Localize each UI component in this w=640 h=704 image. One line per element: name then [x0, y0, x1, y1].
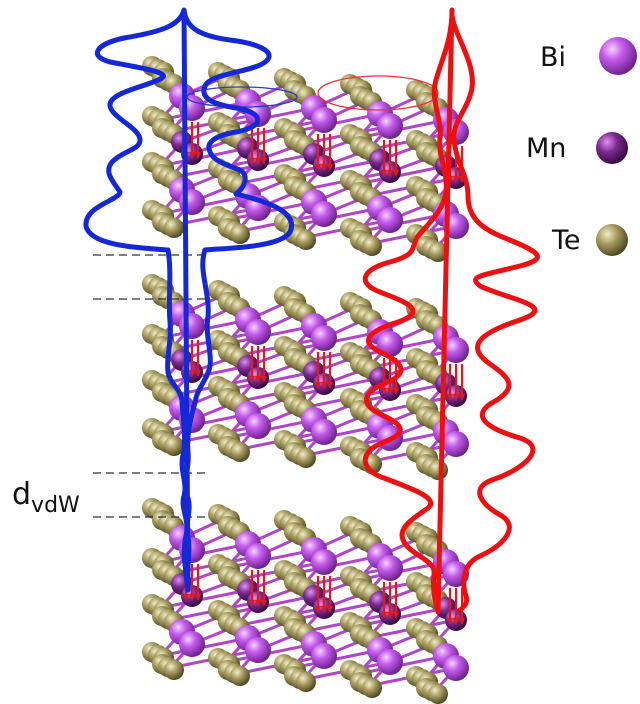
legend-sphere-bi	[599, 37, 637, 75]
bi-atom-0-5-8	[377, 207, 403, 233]
blue-charge-density-curve	[83, 7, 295, 593]
bond-1-3-2b	[224, 370, 316, 392]
bi-atom-1-1-8	[377, 331, 403, 357]
bi-atom-0-1-7	[311, 107, 337, 133]
spin-arrow-1-1	[249, 346, 267, 383]
te-atom-1-6-7-2	[296, 448, 316, 468]
bond-2-3-3b	[290, 600, 382, 622]
te-atom-0-6-5-2	[164, 218, 184, 238]
spin-arrow-2-1	[249, 570, 267, 607]
bi-atom-2-5-5	[179, 631, 205, 657]
spin-arrow-0-1	[249, 128, 267, 165]
legend-label-bi: Bi	[540, 42, 566, 73]
spin-arrow-0-2	[315, 134, 333, 171]
spin-arrow-2-4	[447, 588, 465, 625]
bi-atom-1-5-7	[311, 419, 337, 445]
bi-atom-0-5-7	[311, 201, 337, 227]
legend-sphere-te	[596, 224, 628, 256]
bond-0-3-1b	[158, 146, 250, 168]
te-atom-0-6-8-2	[362, 236, 382, 256]
te-atom-2-6-6-2	[230, 666, 250, 686]
legend-label-mn: Mn	[526, 133, 566, 164]
bond-2-3-1b	[158, 588, 250, 610]
spin-arrow-1-2	[315, 352, 333, 389]
bi-atom-2-1-7	[311, 549, 337, 575]
red-charge-density-curve	[362, 7, 540, 615]
bond-0-3-4b	[356, 164, 448, 186]
te-atom-1-6-6-2	[230, 442, 250, 462]
bi-atom-1-1-6	[245, 319, 271, 345]
bond-1-3-4b	[356, 382, 448, 404]
bi-atom-1-5-6	[245, 413, 271, 439]
spin-arrow-2-3	[381, 582, 399, 619]
te-atom-2-6-5-2	[164, 660, 184, 680]
te-atom-0-6-6-2	[230, 224, 250, 244]
bi-atom-1-1-9	[443, 337, 469, 363]
bond-1-3-3b	[290, 376, 382, 398]
spin-arrow-2-2	[315, 576, 333, 613]
legend-label-te: Te	[551, 225, 581, 256]
bond-1-3-1b	[158, 364, 250, 386]
bi-atom-2-1-8	[377, 555, 403, 581]
dvdw-annotation: dvdW	[12, 477, 80, 518]
bond-2-3-4b	[356, 606, 448, 628]
dvdw-d: d	[12, 477, 31, 512]
bond-2-3-2b	[224, 594, 316, 616]
legend: Bi Mn Te	[526, 37, 637, 256]
bi-atom-2-5-6	[245, 637, 271, 663]
spin-arrow-0-3	[381, 140, 399, 177]
bi-atom-2-5-8	[377, 649, 403, 675]
bi-atom-0-1-8	[377, 113, 403, 139]
bi-atom-2-5-9	[443, 655, 469, 681]
te-atom-0-6-9-2	[428, 242, 448, 262]
bi-atom-1-1-7	[311, 325, 337, 351]
bond-0-3-3b	[290, 158, 382, 180]
te-atom-1-6-9-2	[428, 460, 448, 480]
dvdw-subscript: vdW	[31, 493, 80, 518]
bi-atom-1-1-5	[179, 313, 205, 339]
bi-atom-1-5-9	[443, 431, 469, 457]
te-atom-2-6-9-2	[428, 684, 448, 704]
te-atom-2-6-8-2	[362, 678, 382, 698]
te-atom-2-6-7-2	[296, 672, 316, 692]
bi-atom-2-1-6	[245, 543, 271, 569]
te-atom-0-6-7-2	[296, 230, 316, 250]
bi-atom-2-5-7	[311, 643, 337, 669]
te-atom-1-6-5-2	[164, 436, 184, 456]
red-highlight-ellipse	[317, 75, 439, 111]
legend-sphere-mn	[596, 132, 628, 164]
spin-arrow-1-4	[447, 364, 465, 401]
